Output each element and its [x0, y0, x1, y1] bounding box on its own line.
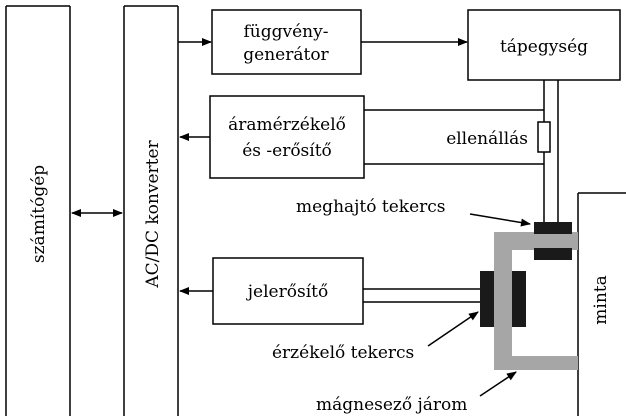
sense-coil-pointer	[427, 311, 479, 347]
sense-coil-label: érzékelő tekercs	[272, 343, 414, 363]
converter-label: AC/DC konverter	[143, 139, 163, 288]
current-sensor-line2: és -erősítő	[242, 141, 332, 161]
function-generator-line1: függvény-	[244, 22, 329, 42]
function-generator-line2: generátor	[243, 45, 329, 65]
yoke-pointer	[479, 371, 517, 397]
sample-label: minta	[591, 275, 611, 324]
power-supply-block: tápegység	[467, 9, 621, 81]
computer-label: számítógép	[29, 165, 49, 263]
function-generator-block: függvény- generátor	[211, 9, 362, 75]
magnetizing-yoke	[494, 232, 578, 370]
sense-coil	[480, 271, 526, 327]
current-sensor-block: áramérzékelő és -erősítő	[209, 95, 365, 179]
current-sensor-line1: áramérzékelő	[228, 115, 346, 135]
converter-block: AC/DC konverter	[123, 5, 179, 416]
drive-coil-pointer	[469, 213, 531, 227]
power-supply-label: tápegység	[500, 37, 588, 57]
resistor-label: ellenállás	[446, 129, 528, 149]
drive-coil	[534, 222, 572, 260]
computer-block: számítógép	[5, 5, 71, 416]
sample-block: minta	[577, 192, 626, 416]
drive-coil-label: meghajtó tekercs	[296, 197, 446, 217]
yoke-label: mágnesező járom	[316, 395, 467, 415]
signal-amplifier-label: jelerősítő	[246, 282, 328, 302]
signal-amplifier-block: jelerősítő	[212, 257, 364, 325]
resistor-symbol	[537, 121, 551, 153]
